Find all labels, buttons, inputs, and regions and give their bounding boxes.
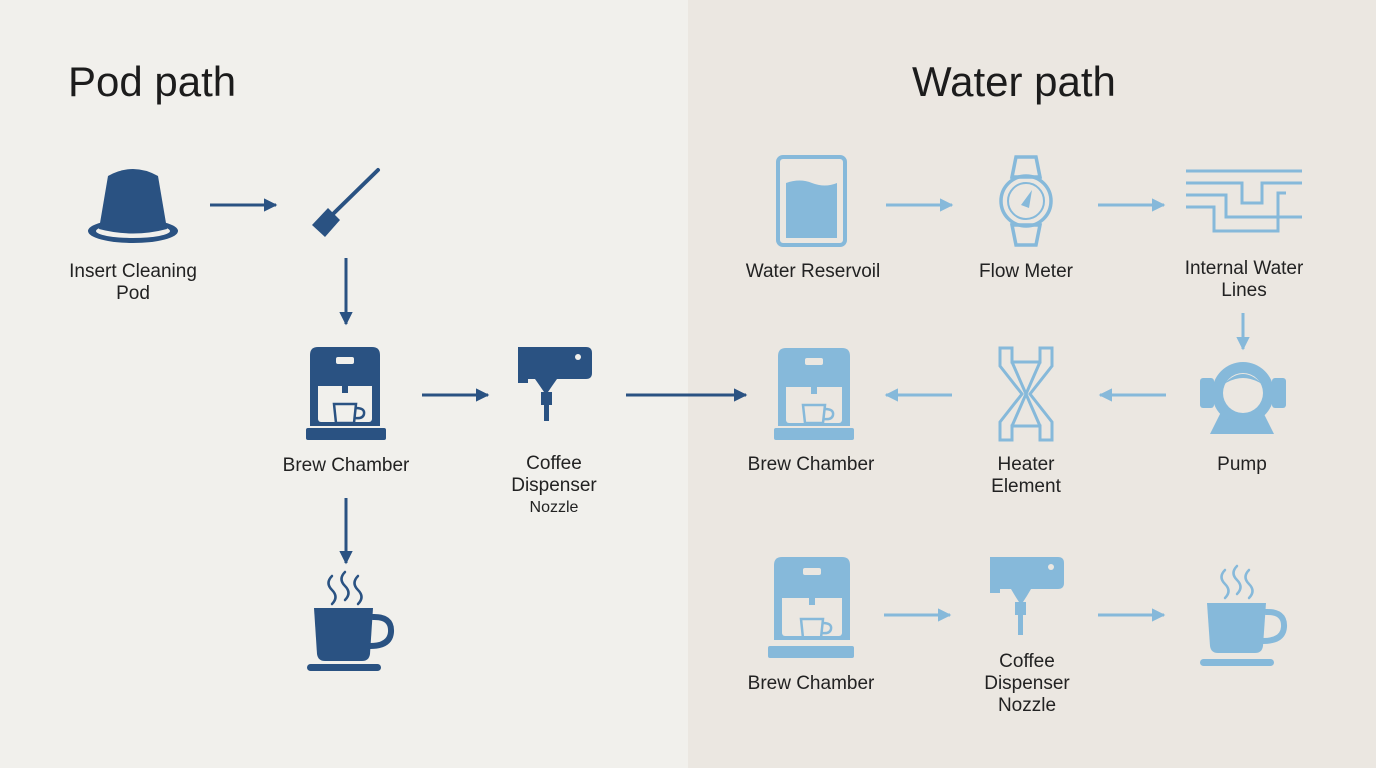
coffee-machine-icon-light-2: [768, 557, 854, 658]
pod-arrows: [210, 198, 748, 565]
label-coffee-dispenser: Coffee Dispenser Nozzle: [474, 453, 634, 519]
coffee-cup-icon-light: [1200, 564, 1288, 666]
dispenser-nozzle-icon-light: [990, 557, 1064, 635]
water-arrows: [884, 198, 1250, 622]
water-path-title: Water path: [912, 58, 1116, 105]
label-coffee-dispenser-sub: Nozzle: [529, 499, 579, 516]
internal-water-lines-icon: [1186, 169, 1302, 233]
water-reservoir-icon: [776, 155, 847, 247]
coffee-machine-icon: [306, 347, 386, 440]
flow-meter-icon: [999, 155, 1053, 247]
cleaning-tool-icon: [312, 168, 380, 237]
label-coffee-dispenser-nozzle-water: Coffee Dispenser Nozzle: [984, 651, 1070, 716]
label-water-reservoir: Water Reservoil: [745, 261, 881, 282]
coffee-machine-icon-light: [774, 348, 854, 440]
label-brew-chamber-water-2: Brew Chamber: [747, 673, 875, 694]
pod-path-title: Pod path: [68, 58, 237, 105]
pump-icon: [1200, 362, 1286, 434]
coffee-cup-icon: [307, 570, 395, 671]
label-brew-chamber: Brew Chamber: [282, 455, 410, 476]
label-insert-cleaning-pod: Insert Cleaning Pod: [69, 261, 197, 304]
heater-element-icon: [998, 346, 1054, 442]
capsule-icon: [88, 169, 178, 243]
label-coffee-dispenser-main: Coffee Dispenser: [511, 453, 597, 496]
dispenser-nozzle-icon: [518, 347, 592, 421]
label-flow-meter: Flow Meter: [979, 261, 1073, 282]
label-internal-water-lines: Internal Water Lines: [1184, 258, 1304, 301]
label-heater-element: Heater Element: [991, 454, 1061, 497]
label-brew-chamber-water: Brew Chamber: [747, 454, 875, 475]
label-pump: Pump: [1217, 454, 1267, 475]
